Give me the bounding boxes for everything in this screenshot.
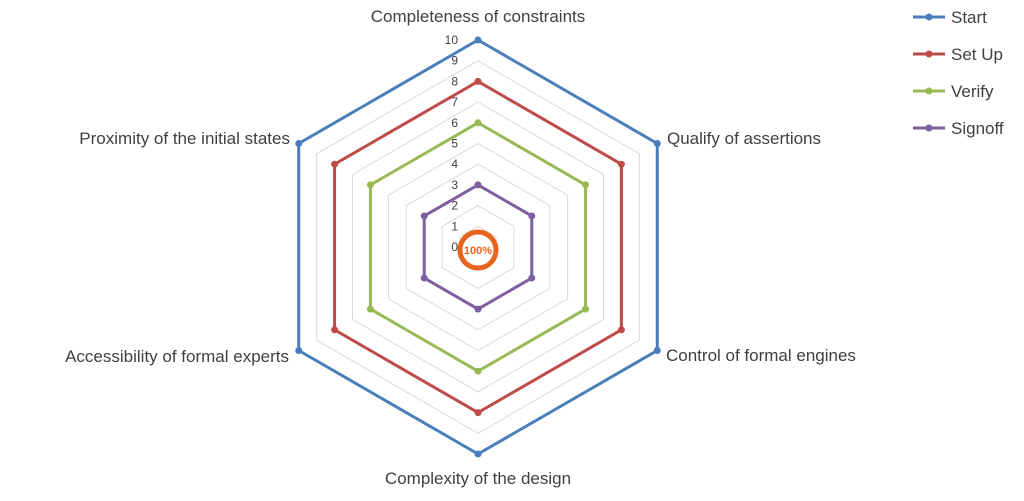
tick-label: 9: [451, 54, 458, 68]
axis-label: Qualify of assertions: [667, 129, 821, 148]
data-point-signoff: [420, 212, 428, 220]
legend-label-start: Start: [951, 8, 987, 27]
data-point-set-up: [331, 160, 339, 168]
badge-ring: [457, 229, 499, 271]
grid-ring: [441, 205, 515, 289]
data-point-signoff: [474, 305, 482, 313]
data-point-signoff: [474, 181, 482, 189]
data-point-start: [653, 140, 661, 147]
badge-label: 100%: [464, 245, 492, 257]
data-point-set-up: [617, 326, 625, 334]
axis-label: Control of formal engines: [666, 346, 856, 365]
tick-label: 7: [451, 95, 458, 109]
data-point-start: [295, 140, 303, 147]
axis-label: Proximity of the initial states: [79, 129, 290, 148]
legend-marker-verify: [925, 87, 933, 95]
tick-label: 3: [451, 178, 458, 192]
legend-label-set-up: Set Up: [951, 45, 1003, 64]
tick-label: 2: [451, 199, 458, 213]
data-point-start: [295, 347, 303, 354]
data-point-verify: [366, 181, 374, 189]
tick-label: 5: [451, 137, 458, 151]
data-point-set-up: [474, 77, 482, 85]
tick-label: 4: [451, 157, 458, 171]
data-point-signoff: [528, 274, 536, 282]
data-point-start: [653, 347, 661, 354]
data-point-set-up: [331, 326, 339, 334]
data-point-verify: [474, 367, 482, 375]
axis-label: Complexity of the design: [385, 469, 571, 488]
data-point-start: [474, 36, 482, 44]
grid-ring: [387, 142, 569, 352]
tick-label: 8: [451, 74, 458, 88]
data-point-verify: [582, 181, 590, 189]
progress-badge: 100%: [457, 229, 499, 271]
legend-marker-signoff: [925, 124, 933, 132]
axis-label: Accessibility of formal experts: [65, 347, 289, 366]
data-point-set-up: [474, 409, 482, 417]
tick-label: 1: [451, 219, 458, 233]
data-point-verify: [582, 305, 590, 313]
axis-label: Completeness of constraints: [371, 7, 586, 26]
data-point-signoff: [420, 274, 428, 282]
legend-marker-start: [925, 13, 933, 21]
radial-tick-labels: 0 1 2 3 4 5 6 7 8 9 10: [445, 33, 459, 254]
tick-label: 10: [445, 33, 459, 47]
data-point-verify: [366, 305, 374, 313]
grid-ring: [352, 101, 604, 393]
legend-label-signoff: Signoff: [951, 119, 1004, 138]
legend-label-verify: Verify: [951, 82, 994, 101]
data-point-set-up: [617, 160, 625, 168]
tick-label: 0: [451, 240, 458, 254]
legend-marker-set-up: [925, 50, 933, 58]
tick-label: 6: [451, 116, 458, 130]
data-point-signoff: [528, 212, 536, 220]
data-point-verify: [474, 119, 482, 127]
radar-series: [295, 36, 661, 458]
grid-ring: [405, 163, 551, 331]
grid-ring: [316, 60, 640, 434]
data-point-start: [474, 450, 482, 458]
